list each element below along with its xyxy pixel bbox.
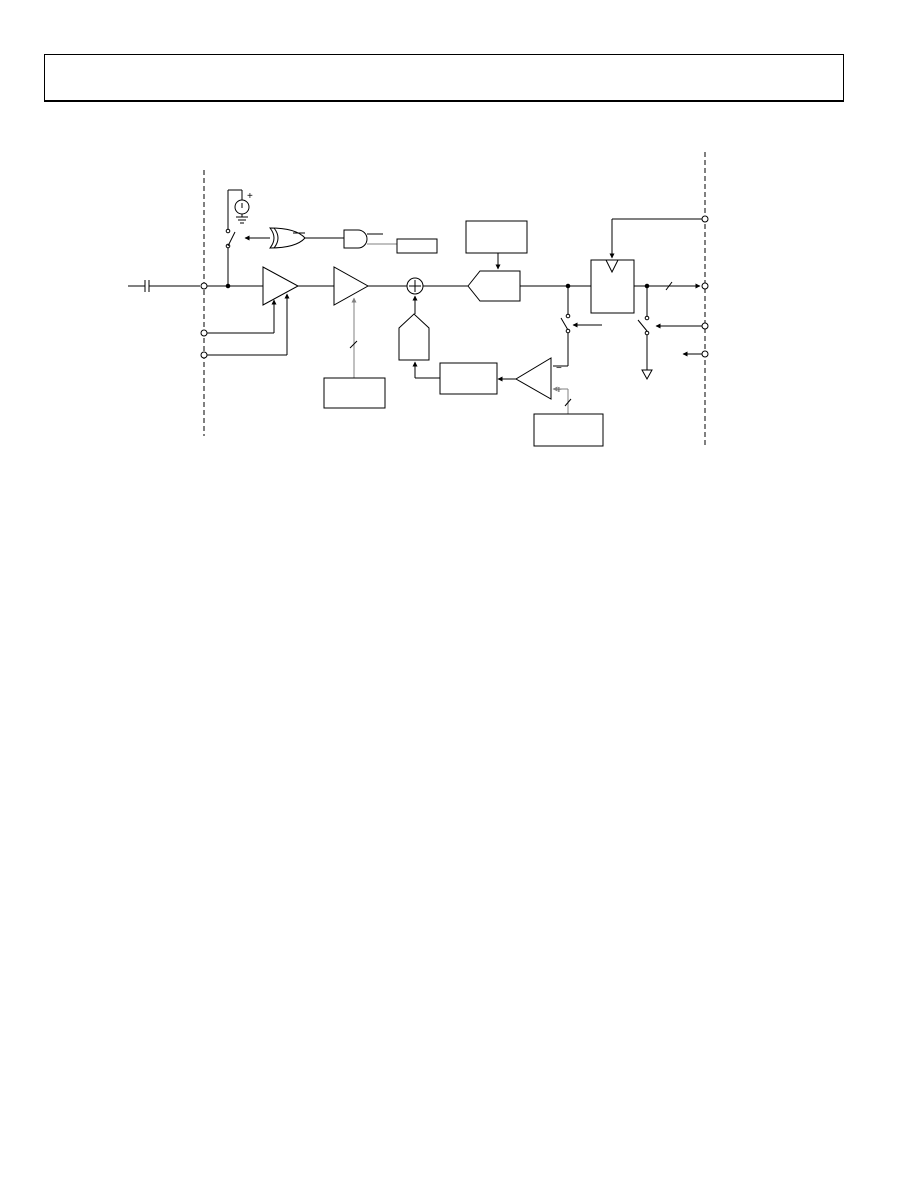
offset-dac [398, 313, 430, 361]
output-switch [637, 319, 648, 332]
clamp-control-block [396, 238, 438, 254]
adc-converter [467, 270, 521, 302]
output-ground-icon [641, 369, 653, 381]
status-pin[interactable] [701, 350, 709, 358]
loop-filter-block [439, 362, 498, 395]
comparator-minus-label: − [556, 363, 562, 374]
gain-amplifier [333, 266, 370, 306]
comparator [515, 357, 552, 400]
header-frame [44, 54, 844, 102]
or-gate-icon [268, 227, 306, 249]
and-gate-icon [343, 229, 368, 249]
clock-input-icon [605, 259, 619, 274]
clock-pin[interactable] [701, 215, 709, 223]
loop-switch-contact [565, 313, 571, 319]
summing-junction [406, 277, 424, 295]
supply-plus-label: + [247, 191, 253, 202]
reference-block [465, 220, 528, 254]
input-pin[interactable] [200, 282, 208, 290]
bias-source-icon [234, 199, 250, 217]
source-ground-icon [236, 216, 248, 224]
gain-pin-1[interactable] [200, 329, 208, 337]
loop-switch [560, 317, 569, 331]
data-output-pin[interactable] [701, 282, 709, 290]
pga-amplifier [262, 266, 300, 306]
comparator-plus-label: + [556, 385, 562, 396]
input-capacitor-icon [128, 280, 200, 292]
enable-pin[interactable] [701, 322, 709, 330]
output-latch [590, 259, 635, 314]
clamp-switch-contact-2 [225, 228, 231, 234]
gain-pin-2[interactable] [200, 351, 208, 359]
gain-control-block [323, 377, 386, 409]
clamp-switch [227, 231, 236, 247]
clamp-level-block [533, 413, 604, 447]
